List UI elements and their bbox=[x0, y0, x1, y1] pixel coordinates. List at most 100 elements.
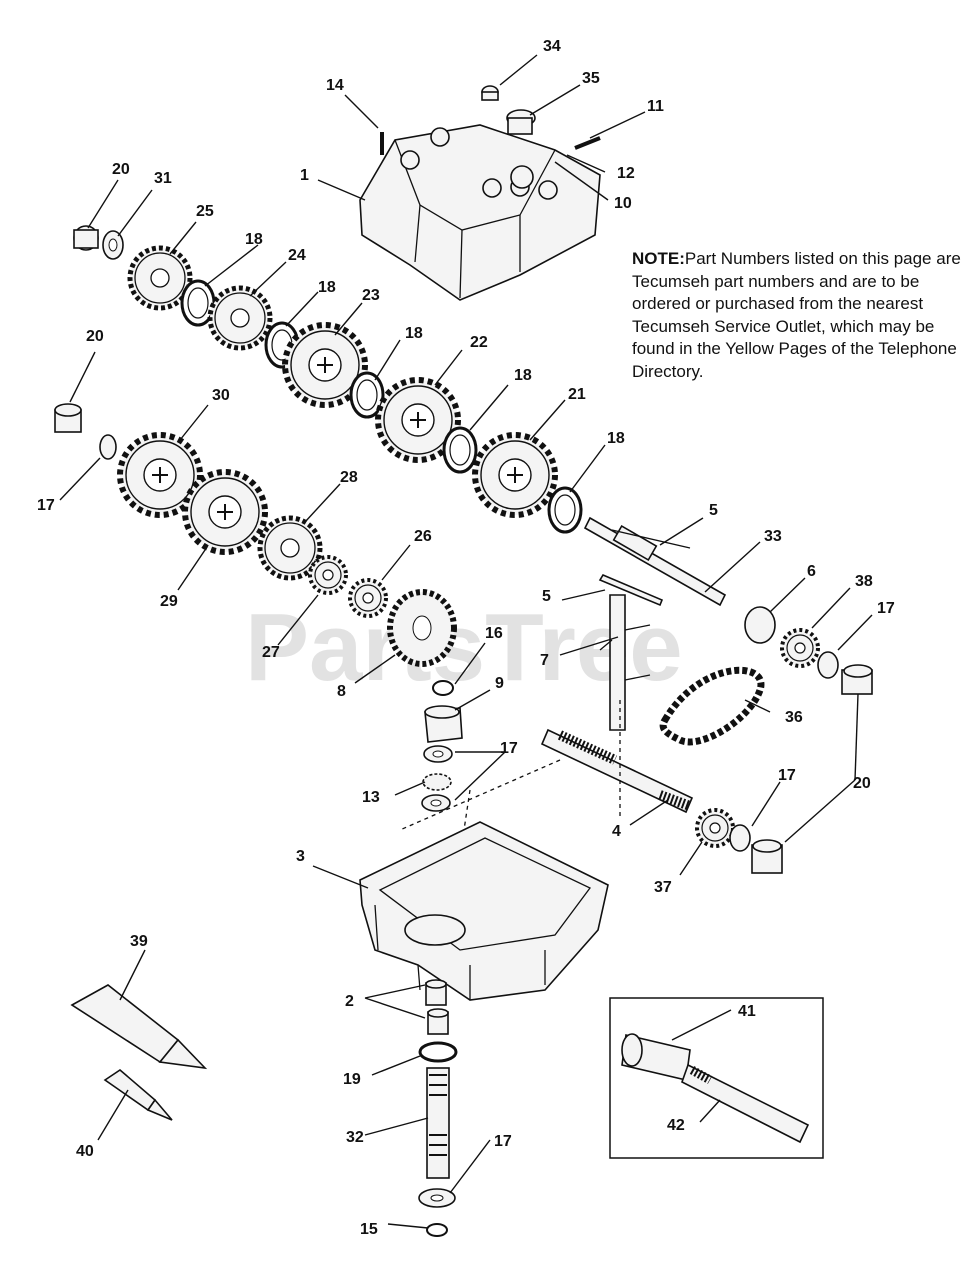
callout-12: 12 bbox=[617, 165, 635, 182]
washer bbox=[102, 230, 124, 260]
inset-box bbox=[609, 997, 824, 1159]
gearbox-housing bbox=[359, 821, 609, 1001]
callout-32: 32 bbox=[346, 1129, 364, 1146]
callout-18: 18 bbox=[245, 231, 263, 248]
callout-26: 26 bbox=[414, 528, 432, 545]
washer bbox=[423, 745, 453, 763]
callout-27: 27 bbox=[262, 644, 280, 661]
washer bbox=[817, 651, 839, 679]
callout-17: 17 bbox=[877, 600, 895, 617]
callout-39: 39 bbox=[130, 933, 148, 950]
callout-18: 18 bbox=[514, 367, 532, 384]
callout-40: 40 bbox=[76, 1143, 94, 1160]
axle-shaft bbox=[426, 1067, 450, 1179]
washer bbox=[729, 824, 751, 852]
callout-7: 7 bbox=[540, 652, 549, 669]
callout-2: 2 bbox=[345, 993, 354, 1010]
callout-41: 41 bbox=[738, 1003, 756, 1020]
callout-34: 34 bbox=[543, 38, 561, 55]
sealant-tube-large bbox=[70, 984, 208, 1070]
vent-plug bbox=[481, 85, 499, 101]
gear-21 bbox=[475, 435, 555, 515]
shift-shaft bbox=[583, 516, 727, 607]
bushing bbox=[427, 1008, 449, 1035]
spacer-ring bbox=[349, 371, 385, 419]
callout-17: 17 bbox=[778, 767, 796, 784]
callout-28: 28 bbox=[340, 469, 358, 486]
washer bbox=[421, 794, 451, 812]
gearbox-cover bbox=[359, 124, 601, 301]
callout-13: 13 bbox=[362, 789, 380, 806]
o-ring bbox=[418, 1041, 458, 1063]
callout-19: 19 bbox=[343, 1071, 361, 1088]
callout-20: 20 bbox=[112, 161, 130, 178]
note-body: Part Numbers listed on this page are Tec… bbox=[632, 249, 961, 381]
callout-18: 18 bbox=[607, 430, 625, 447]
spacer-ring bbox=[442, 426, 478, 474]
bushing bbox=[751, 839, 783, 874]
gear-24 bbox=[210, 288, 270, 348]
gear-26 bbox=[348, 578, 388, 618]
callout-labels: 34 35 14 11 1 12 10 20 31 25 18 24 18 23… bbox=[37, 38, 895, 1238]
callout-36: 36 bbox=[785, 709, 803, 726]
callout-15: 15 bbox=[360, 1221, 378, 1238]
bevel-gear bbox=[387, 589, 457, 667]
key bbox=[598, 573, 664, 607]
callout-5: 5 bbox=[709, 502, 718, 519]
callout-16: 16 bbox=[485, 625, 503, 642]
bushing bbox=[54, 403, 82, 433]
callout-17: 17 bbox=[500, 740, 518, 757]
washer bbox=[418, 1188, 456, 1208]
callout-4: 4 bbox=[612, 823, 621, 840]
pinion-gear bbox=[424, 705, 463, 743]
collar bbox=[744, 606, 776, 644]
note-heading: NOTE: bbox=[632, 249, 685, 268]
callout-38: 38 bbox=[855, 573, 873, 590]
callout-21: 21 bbox=[568, 386, 586, 403]
callout-18: 18 bbox=[405, 325, 423, 342]
sprocket-37 bbox=[695, 808, 735, 848]
callout-22: 22 bbox=[470, 334, 488, 351]
callout-10: 10 bbox=[614, 195, 632, 212]
callout-31: 31 bbox=[154, 170, 172, 187]
callout-20: 20 bbox=[853, 775, 871, 792]
callout-25: 25 bbox=[196, 203, 214, 220]
callout-17: 17 bbox=[37, 497, 55, 514]
callout-3: 3 bbox=[296, 848, 305, 865]
callout-17: 17 bbox=[494, 1133, 512, 1150]
thrust-bearing bbox=[422, 773, 452, 791]
gear-29 bbox=[185, 472, 265, 552]
callout-1: 1 bbox=[300, 167, 309, 184]
sprocket-38 bbox=[780, 628, 820, 668]
bushing bbox=[841, 664, 873, 695]
callout-37: 37 bbox=[654, 879, 672, 896]
callout-35: 35 bbox=[582, 70, 600, 87]
bushing bbox=[73, 225, 99, 251]
callout-30: 30 bbox=[212, 387, 230, 404]
callout-29: 29 bbox=[160, 593, 178, 610]
washer bbox=[99, 434, 117, 460]
spacer-ring bbox=[547, 486, 583, 534]
leader-lines bbox=[59, 54, 873, 1229]
output-shaft bbox=[540, 728, 694, 814]
callout-20: 20 bbox=[86, 328, 104, 345]
callout-14: 14 bbox=[326, 77, 344, 94]
note-text: NOTE:Part Numbers listed on this page ar… bbox=[632, 248, 962, 383]
snap-ring bbox=[432, 680, 454, 696]
callout-9: 9 bbox=[495, 675, 504, 692]
set-screw bbox=[574, 136, 601, 150]
callout-18: 18 bbox=[318, 279, 336, 296]
callout-8: 8 bbox=[337, 683, 346, 700]
fill-plug bbox=[506, 109, 536, 135]
callout-23: 23 bbox=[362, 287, 380, 304]
callout-6: 6 bbox=[807, 563, 816, 580]
shift-fork bbox=[599, 594, 651, 731]
callout-11: 11 bbox=[647, 98, 664, 115]
callout-33: 33 bbox=[764, 528, 782, 545]
gear-27 bbox=[308, 555, 348, 595]
drive-chain bbox=[659, 666, 765, 746]
bushing bbox=[425, 979, 447, 1006]
retaining-ring bbox=[426, 1223, 448, 1237]
callout-24: 24 bbox=[288, 247, 306, 264]
